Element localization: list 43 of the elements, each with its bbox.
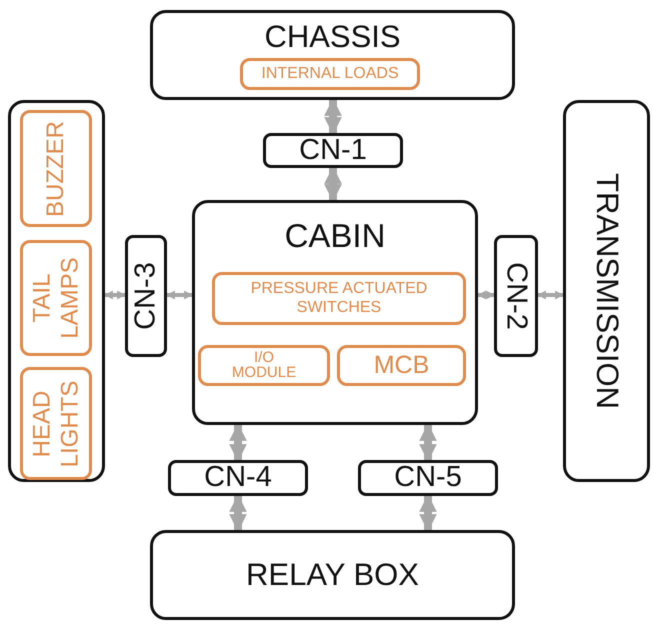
double-arrow bbox=[477, 290, 495, 300]
node-label: PRESSURE ACTUATED SWITCHES bbox=[250, 280, 428, 317]
component-box bbox=[337, 345, 466, 386]
node-label: INTERNAL LOADS bbox=[261, 64, 399, 84]
node-label: I/O MODULE bbox=[230, 351, 298, 380]
component-box bbox=[20, 110, 92, 227]
node-label: HEAD LIGHTS bbox=[28, 379, 84, 469]
node-label: CN-1 bbox=[299, 134, 367, 168]
component-box bbox=[20, 240, 92, 356]
node-label: CN-4 bbox=[204, 461, 272, 495]
double-arrow bbox=[324, 166, 342, 202]
double-arrow bbox=[104, 290, 126, 300]
connector-box bbox=[494, 235, 538, 357]
component-box bbox=[20, 367, 92, 480]
group-box bbox=[8, 100, 105, 482]
double-arrow bbox=[537, 290, 564, 300]
double-arrow bbox=[166, 290, 193, 300]
node-label: CN-5 bbox=[394, 461, 462, 495]
double-arrow bbox=[229, 494, 247, 532]
block-box bbox=[192, 200, 478, 425]
block-box bbox=[563, 100, 650, 482]
double-arrow bbox=[419, 423, 437, 462]
node-label: RELAY BOX bbox=[246, 557, 419, 593]
node-label: CABIN bbox=[284, 217, 386, 255]
double-arrow bbox=[229, 423, 247, 462]
connector-box bbox=[168, 460, 308, 496]
component-box bbox=[240, 58, 420, 90]
connector-box bbox=[358, 460, 498, 496]
node-label: TRANSMISSION bbox=[588, 172, 624, 411]
block-box bbox=[150, 10, 515, 100]
node-label: CN-2 bbox=[500, 261, 533, 332]
block-box bbox=[150, 530, 515, 620]
double-arrow bbox=[324, 98, 342, 135]
connector-box bbox=[263, 133, 403, 168]
connector-box bbox=[125, 235, 167, 357]
double-arrow bbox=[419, 494, 437, 532]
component-box bbox=[212, 272, 466, 325]
node-label: CHASSIS bbox=[264, 19, 401, 55]
node-label: TAIL LAMPS bbox=[28, 256, 84, 341]
node-label: MCB bbox=[374, 351, 430, 380]
component-box bbox=[198, 345, 330, 386]
node-label: BUZZER bbox=[42, 120, 70, 218]
node-label: CN-3 bbox=[129, 261, 162, 332]
